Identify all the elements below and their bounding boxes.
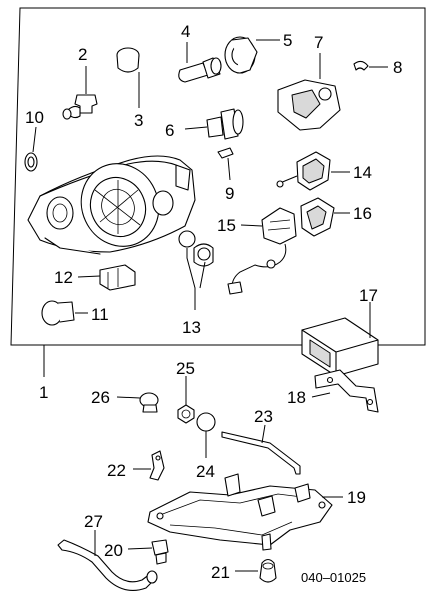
callout-15: 15 xyxy=(217,216,236,235)
callout-21: 21 xyxy=(211,563,230,582)
part-6-bulb xyxy=(184,108,244,140)
part-18-bracket xyxy=(311,369,379,413)
part-15-harness xyxy=(227,207,297,295)
callout-14: 14 xyxy=(353,163,372,182)
part-20-fastener xyxy=(127,539,169,565)
part-3-cap xyxy=(116,47,140,108)
part-23-rod xyxy=(221,424,301,475)
part-11-bulb xyxy=(41,300,88,326)
part-10-oring xyxy=(24,126,38,172)
callout-18: 18 xyxy=(287,388,306,407)
callout-9: 9 xyxy=(225,184,234,203)
part-17-module xyxy=(301,302,379,377)
part-9-pin xyxy=(217,147,234,181)
part-14-motor xyxy=(276,151,350,191)
callout-10: 10 xyxy=(25,108,44,127)
callout-4: 4 xyxy=(181,22,190,41)
callout-23: 23 xyxy=(254,407,273,426)
callout-labels: 2 4 5 7 8 10 3 6 9 14 15 16 12 17 11 13 … xyxy=(25,22,402,585)
part-16-connector xyxy=(300,197,350,237)
callout-8: 8 xyxy=(393,58,402,77)
part-7-housing xyxy=(277,53,341,131)
callout-3: 3 xyxy=(134,111,143,130)
part-4-holder xyxy=(178,42,222,83)
callout-20: 20 xyxy=(104,541,123,560)
callout-6: 6 xyxy=(165,121,174,140)
callout-13: 13 xyxy=(182,318,201,337)
part-24-cap xyxy=(196,412,216,458)
callout-22: 22 xyxy=(107,461,126,480)
callout-17: 17 xyxy=(359,286,378,305)
part-22-clip xyxy=(133,450,165,481)
part-12-socket xyxy=(77,264,136,291)
part-21-grommet xyxy=(235,558,277,583)
callout-7: 7 xyxy=(314,33,323,52)
part-8-clip xyxy=(353,60,388,71)
callout-16: 16 xyxy=(353,204,372,223)
callout-12: 12 xyxy=(54,268,73,287)
part-5-ring xyxy=(224,36,280,74)
callout-24: 24 xyxy=(196,462,215,481)
part-27-hose xyxy=(57,530,158,591)
part-2-bulb xyxy=(62,66,98,120)
callout-27: 27 xyxy=(84,512,103,531)
headlamp-housing xyxy=(27,155,196,255)
callout-25: 25 xyxy=(176,359,195,378)
callout-5: 5 xyxy=(283,31,292,50)
part-26-bolt xyxy=(116,392,159,413)
callout-11: 11 xyxy=(91,305,109,324)
callout-1: 1 xyxy=(39,383,48,402)
assembly-frame xyxy=(10,7,426,346)
part-25-nut xyxy=(177,376,195,424)
part-13-caps xyxy=(178,230,214,310)
callout-26: 26 xyxy=(91,388,110,407)
diagram-code: 040–01025 xyxy=(301,570,366,585)
callout-2: 2 xyxy=(78,45,87,64)
part-19-tray xyxy=(147,473,343,551)
callout-19: 19 xyxy=(347,488,366,507)
